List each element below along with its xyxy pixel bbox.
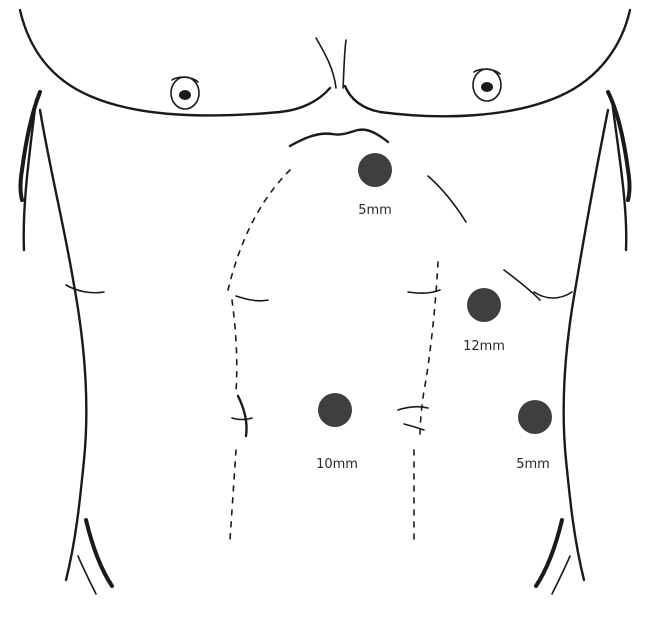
left-flank-crease-2 — [78, 556, 96, 594]
port-left-lateral-label: 5mm — [516, 457, 550, 472]
right-flank-crease-2 — [552, 556, 570, 594]
port-epigastric: 5mm — [358, 153, 392, 218]
left-chest-curve — [20, 10, 330, 115]
right-rectus-mark — [408, 290, 440, 293]
midline-mark-1 — [398, 407, 428, 410]
port-left-lateral-dot — [518, 400, 552, 434]
port-left-subcostal-label: 12mm — [463, 339, 505, 354]
torso-outline — [20, 10, 630, 594]
port-left-subcostal-dot — [467, 288, 501, 322]
midline-mark-2 — [404, 424, 424, 430]
left-costal-line — [228, 170, 290, 290]
xiphoid-arch — [290, 130, 388, 146]
left-nipple — [171, 77, 199, 109]
neck-line-right — [343, 40, 346, 88]
port-umbilical-label: 10mm — [316, 457, 358, 472]
neck-line-left — [316, 38, 336, 88]
left-torso-side — [40, 110, 86, 580]
nipples — [171, 69, 501, 109]
right-nipple — [473, 69, 501, 101]
left-pectoral-fold — [66, 285, 104, 293]
right-flank-crease — [536, 520, 562, 586]
costal-margin — [228, 130, 466, 290]
navel — [232, 396, 252, 436]
port-epigastric-dot — [358, 153, 392, 187]
port-left-lateral: 5mm — [516, 400, 552, 472]
port-umbilical-dot — [318, 393, 352, 427]
right-rectus-line — [420, 262, 438, 440]
right-torso-side — [564, 110, 608, 580]
left-lower-line — [230, 450, 236, 540]
left-rectus-mark — [236, 296, 268, 301]
port-umbilical: 10mm — [316, 393, 358, 472]
right-pectoral-fold — [534, 292, 572, 298]
port-left-subcostal: 12mm — [463, 288, 505, 354]
right-costal-line — [428, 176, 466, 222]
port-epigastric-label: 5mm — [358, 203, 392, 218]
left-rectus-line — [232, 300, 237, 392]
right-pectoral-curve — [504, 270, 540, 300]
left-flank-crease — [86, 520, 112, 586]
